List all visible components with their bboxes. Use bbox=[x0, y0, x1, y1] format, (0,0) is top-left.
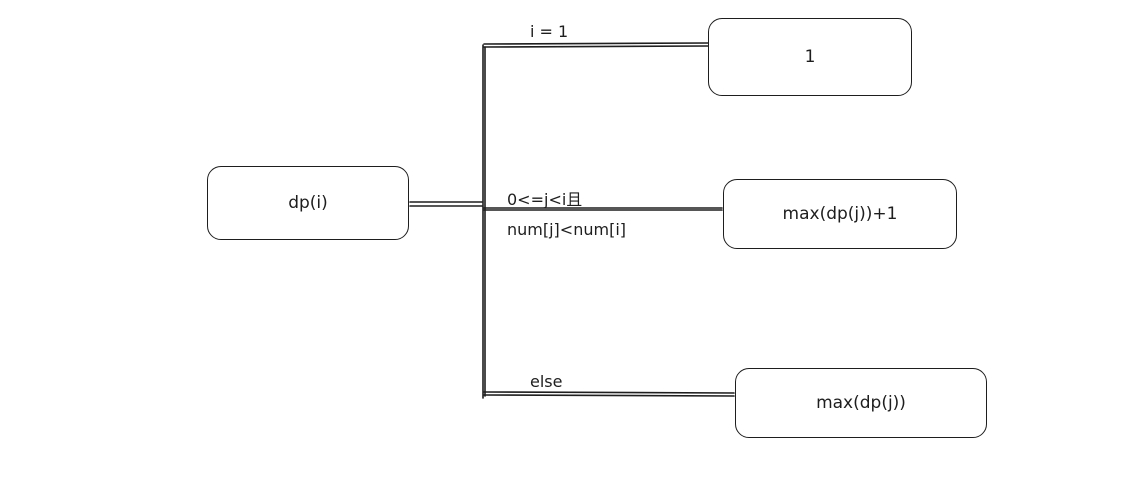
branch-3-line bbox=[483, 391, 735, 394]
branch-1-result-node: 1 bbox=[708, 18, 912, 96]
branch-3-result-label: max(dp(j)) bbox=[816, 393, 906, 413]
branch-2-condition-line2: num[j]<num[i] bbox=[507, 220, 626, 239]
root-node: dp(i) bbox=[207, 166, 409, 240]
branch-1-line-sketch bbox=[483, 45, 709, 48]
branch-2-result-label: max(dp(j))+1 bbox=[782, 204, 898, 224]
branch-1-line bbox=[483, 42, 709, 45]
branch-3-condition: else bbox=[530, 372, 563, 391]
branch-2-result-node: max(dp(j))+1 bbox=[723, 179, 957, 249]
branch-2-condition-line1: 0<=j<i且 bbox=[507, 190, 583, 209]
branch-3-result-node: max(dp(j)) bbox=[735, 368, 987, 438]
branch-1-result-label: 1 bbox=[804, 47, 816, 67]
root-node-label: dp(i) bbox=[288, 193, 328, 213]
branch-3-line-sketch bbox=[483, 394, 735, 397]
branch-1-condition: i = 1 bbox=[530, 22, 569, 41]
